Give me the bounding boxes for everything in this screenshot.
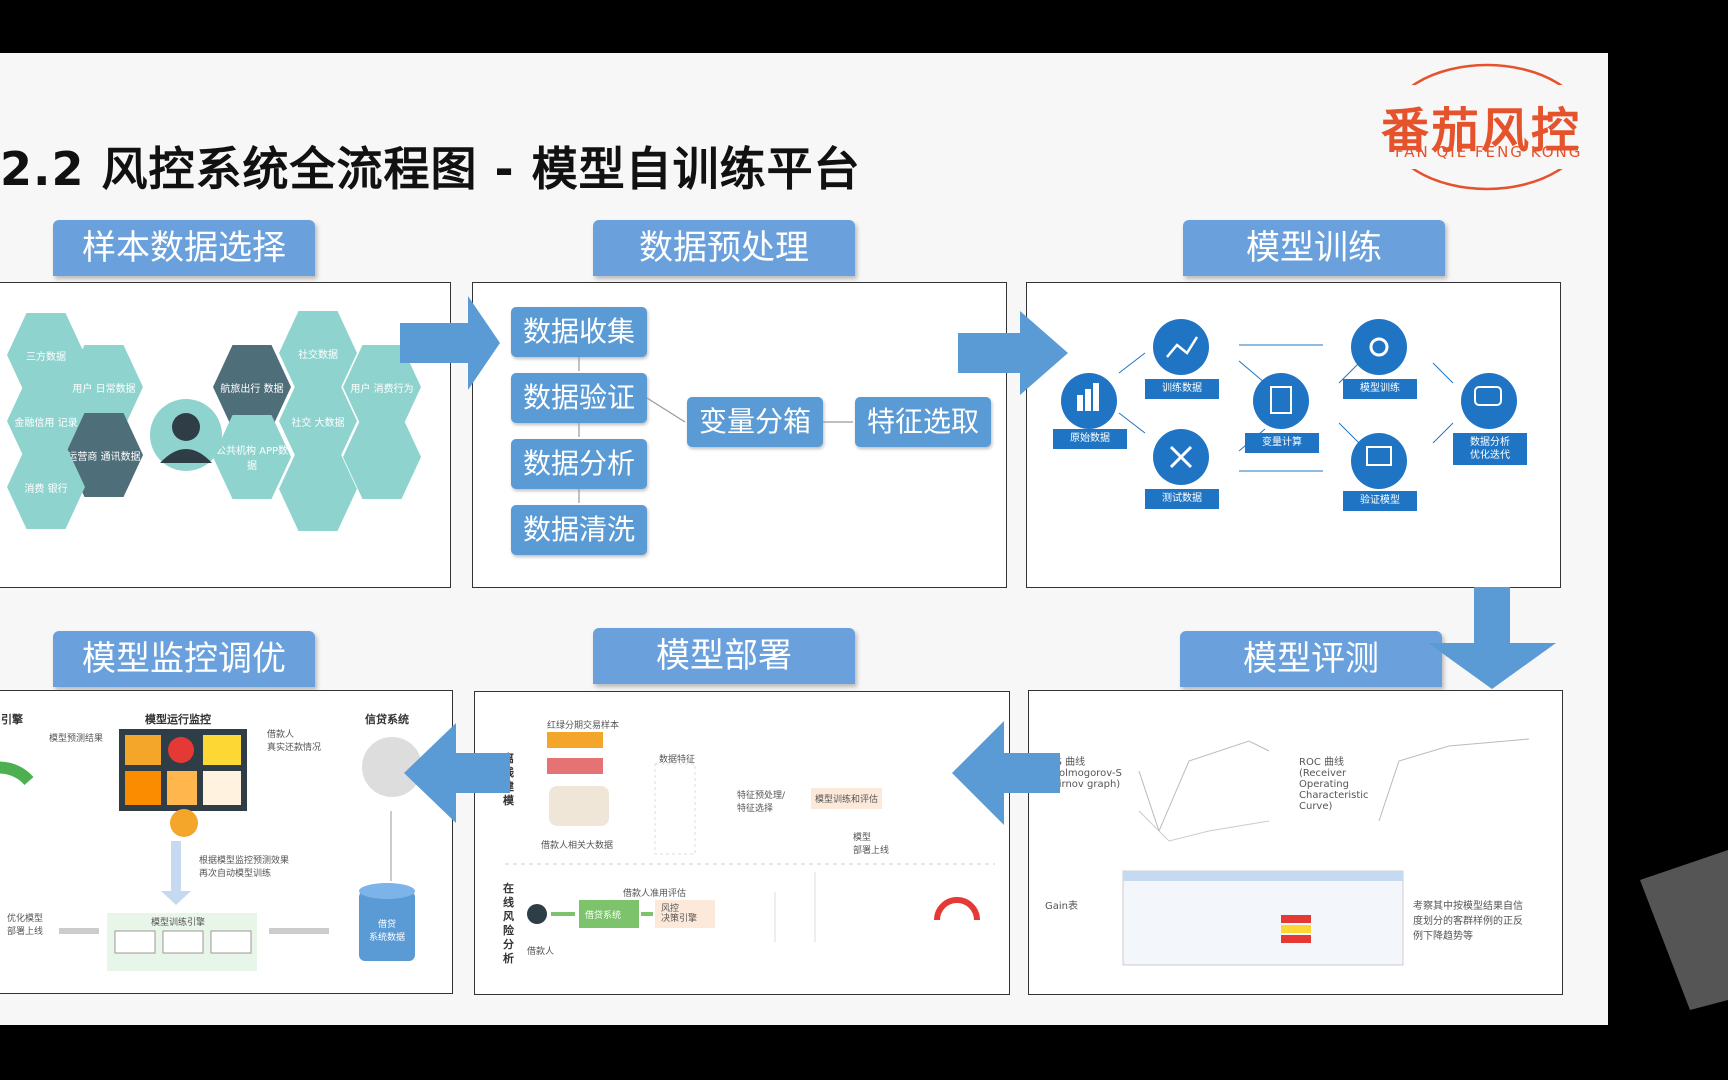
panel-monitoring: 引擎 模型运行监控 信贷系统 模型预测结果 借款人 真实还款情况 <box>0 690 453 994</box>
bigdata-label: 借款人相关大数据 <box>541 841 614 851</box>
node-validate-model: 验证模型 <box>1343 491 1417 511</box>
step-data-collection: 数据收集 <box>511 307 647 357</box>
engine-label: 引擎 <box>1 713 23 726</box>
train-eval-label: 模型训练和评估 <box>811 788 883 809</box>
repay-label: 借款人 真实还款情况 <box>267 730 322 753</box>
hex-cell <box>279 447 357 531</box>
header-preprocess: 数据预处理 <box>593 220 855 276</box>
step-feature-selection: 特征选取 <box>855 397 991 447</box>
engine-box-label: 风控 决策引擎 <box>661 904 698 924</box>
hex-cell: 消费 银行 <box>7 445 85 529</box>
optimize-label: 优化模型 部署上线 <box>7 914 44 937</box>
loan-sys-label: 借贷系统 <box>585 911 622 921</box>
slide: 2.2 风控系统全流程图 - 模型自训练平台 番茄风控 FAN QIE FENG… <box>0 53 1608 1025</box>
node-model-training: 模型训练 <box>1343 379 1417 399</box>
header-sample-selection: 样本数据选择 <box>53 220 315 276</box>
step-binning: 变量分箱 <box>687 397 823 447</box>
panel-preprocess: 数据收集 数据验证 数据分析 数据清洗 变量分箱 特征选取 <box>472 282 1007 588</box>
preprocess-connectors <box>578 357 853 503</box>
app-eval-label: 借款人准用评估 <box>623 889 687 899</box>
panel-evaluation: KS 曲线 (Kolmogorov-S mirnov graph) ROC 曲线… <box>1028 690 1563 995</box>
loan-system-label: 信贷系统 <box>365 713 409 726</box>
monitor-icon <box>1351 433 1407 489</box>
panel-sample-data: 三方数据 用户 日常数据 金融信用 记录 运营商 通讯数据 消费 银行 航旅出行… <box>0 282 451 588</box>
node-training-data: 训练数据 <box>1145 379 1219 399</box>
samples-label: 红绿分期交易样本 <box>547 721 620 731</box>
header-training: 模型训练 <box>1183 220 1445 276</box>
panel-model-training: 原始数据 训练数据 测试数据 变量计算 模型训练 验证模型 数据分析 优化迭代 <box>1026 282 1561 588</box>
db-label: 借贷 系统数据 <box>369 920 406 943</box>
user-avatar-icon <box>150 399 222 471</box>
node-variable-calc: 变量计算 <box>1245 433 1319 453</box>
node-analysis-iterate: 数据分析 优化迭代 <box>1453 433 1527 465</box>
header-deployment: 模型部署 <box>593 628 855 684</box>
node-raw-data: 原始数据 <box>1053 429 1127 449</box>
monitor-label: 模型运行监控 <box>145 713 211 726</box>
hex-cell: 公共机构 APP数据 <box>213 415 291 499</box>
logo-subtext: FAN QIE FENG KONG <box>1395 143 1583 161</box>
hex-cell: 社交 大数据 <box>279 379 357 463</box>
hex-cell <box>343 415 421 499</box>
header-evaluation: 模型评测 <box>1180 631 1442 687</box>
gain-label: Gain表 <box>1045 901 1078 912</box>
deploy-label: 模型 部署上线 <box>853 833 890 856</box>
header-monitoring: 模型监控调优 <box>53 631 315 687</box>
step-data-validation: 数据验证 <box>511 373 647 423</box>
gear-icon <box>1351 319 1407 375</box>
platform-label: 模型训练引擎 <box>151 918 206 928</box>
calculator-icon <box>1253 373 1309 429</box>
panel-deployment: 离线建模 在线风险分析 红绿分期交易样本 借款人相关大数据 数据特征 特征预处理… <box>474 691 1010 995</box>
logo-ring <box>1375 63 1605 191</box>
gain-note: 考察其中按模型结果自信 度划分的客群样例的正反 例下降趋势等 <box>1413 901 1523 942</box>
step-data-analysis: 数据分析 <box>511 439 647 489</box>
node-test-data: 测试数据 <box>1145 489 1219 509</box>
feature-data-label: 数据特征 <box>659 755 696 765</box>
deployment-graphics <box>505 732 995 942</box>
training-icon-glyphs <box>1077 336 1502 469</box>
monitoring-graphics <box>0 729 422 971</box>
flow-arrows <box>400 296 1556 825</box>
fe-label: 特征预处理/ 特征选择 <box>737 791 786 814</box>
borrower-label: 借款人 <box>527 947 555 957</box>
roc-label: ROC 曲线 (Receiver Operating Characteristi… <box>1299 757 1369 812</box>
brand-logo: 番茄风控 FAN QIE FENG KONG <box>1375 55 1605 195</box>
online-label: 在线风险分析 <box>503 882 514 965</box>
retrain-note: 根据模型监控预测效果 再次自动模型训练 <box>199 856 290 879</box>
logo-text: 番茄风控 <box>1381 103 1582 159</box>
predict-label: 模型预测结果 <box>49 734 104 744</box>
evaluation-graphics <box>1122 738 1530 966</box>
step-data-cleaning: 数据清洗 <box>511 505 647 555</box>
page-title: 2.2 风控系统全流程图 - 模型自训练平台 <box>0 142 861 196</box>
chat-icon <box>1461 373 1517 429</box>
